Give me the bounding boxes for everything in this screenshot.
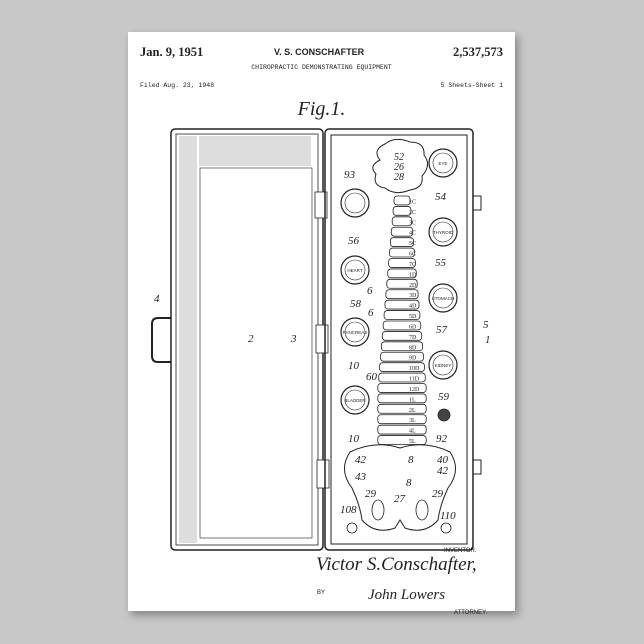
ref-6b: 6 <box>368 307 374 319</box>
stomach-label: STOMACH <box>432 296 454 301</box>
latch-bottom <box>473 460 481 474</box>
ref-42b: 42 <box>437 465 449 477</box>
dial-93[interactable] <box>341 189 369 217</box>
vertebra-label: 2L <box>409 408 416 414</box>
ref-6a: 6 <box>367 285 373 297</box>
patent-poster: Jan. 9, 1951 V. S. CONSCHAFTER 2,537,573… <box>128 32 515 611</box>
attorney-label: ATTORNEY. <box>454 610 487 616</box>
ref-110: 110 <box>440 510 456 522</box>
latch-top <box>473 196 481 210</box>
ref-10b: 10 <box>348 433 360 445</box>
ref-4: 4 <box>154 293 160 305</box>
vertebra-label: 5C <box>409 241 416 247</box>
dial-stomach[interactable]: STOMACH <box>429 284 457 312</box>
vertebra-label: 6C <box>409 252 416 258</box>
case-handle <box>152 318 171 362</box>
vertebra-label: 8D <box>409 345 417 351</box>
hinge-middle <box>316 325 328 353</box>
ref-58: 58 <box>350 298 362 310</box>
vertebra-label: 11D <box>409 377 420 383</box>
ref-43: 43 <box>355 471 367 483</box>
vertebra-label: 7D <box>409 335 417 341</box>
eye-label: EYE <box>438 161 447 166</box>
pancreas-label: PANCREAS <box>343 330 367 335</box>
bladder-label: BLADDER <box>344 398 366 403</box>
indicator-ball <box>438 409 450 421</box>
ref-54: 54 <box>435 191 447 203</box>
vertebra <box>378 415 426 424</box>
vertebra-label: 4D <box>409 304 417 310</box>
vertebra-label: 5L <box>409 439 416 445</box>
terminal-110 <box>441 523 451 533</box>
ref-60: 60 <box>366 371 378 383</box>
vertebra-label: 1D <box>409 272 417 278</box>
vertebra-label: 3C <box>409 220 416 226</box>
dial-thyroid[interactable]: THYROID <box>429 218 457 246</box>
vertebra-label: 12D <box>409 387 420 393</box>
lid-mirror <box>200 168 312 538</box>
ref-57: 57 <box>436 324 448 336</box>
vertebra <box>381 342 422 351</box>
ref-92: 92 <box>436 433 448 445</box>
ref-56: 56 <box>348 235 360 247</box>
vertebra <box>381 352 424 361</box>
vertebra-label: 7C <box>409 262 416 268</box>
attorney-signature: John Lowers <box>368 587 445 604</box>
kidney-label: KIDNEY <box>435 363 452 368</box>
ref-55: 55 <box>435 257 447 269</box>
vertebra-label: 2C <box>409 210 416 216</box>
dial-kidney[interactable]: KIDNEY <box>429 351 457 379</box>
ref-29a: 29 <box>365 488 377 500</box>
ref-28: 28 <box>394 172 404 183</box>
vertebra-label: 1L <box>409 397 416 403</box>
terminal-108 <box>347 523 357 533</box>
vertebra-label: 3L <box>409 418 416 424</box>
vertebra-label: 4C <box>409 231 416 237</box>
ref-42a: 42 <box>355 454 367 466</box>
vertebra <box>394 196 410 205</box>
ref-8b: 8 <box>406 477 412 489</box>
ref-27: 27 <box>394 493 406 505</box>
patent-drawing: 1C2C3C4C5C6C7C1D2D3D4D5D6D7D8D9D10D11D12… <box>128 32 515 611</box>
dial-bladder[interactable]: BLADDER <box>341 386 369 414</box>
vertebra-label: 5D <box>409 314 417 320</box>
ref-5: 5 <box>483 319 489 331</box>
ref-2: 2 <box>248 333 254 345</box>
vertebra-label: 6D <box>409 324 417 330</box>
vertebra <box>378 394 426 403</box>
ref-93: 93 <box>344 169 356 181</box>
ref-29b: 29 <box>432 488 444 500</box>
inventor-signature: Victor S.Conschafter, <box>316 554 477 576</box>
spine: 1C 2C 3C 4C 5C 6C 7C 1D 2D 3D 4D 5D 6D 7D 8D 9D 10D 11D 12… <box>378 196 426 445</box>
ref-10a: 10 <box>348 360 360 372</box>
dial-eye[interactable]: EYE <box>429 149 457 177</box>
vertebra-label: 4L <box>409 429 416 435</box>
heart-label: HEART <box>347 268 362 273</box>
ref-8a: 8 <box>408 454 414 466</box>
ref-108: 108 <box>340 504 357 516</box>
vertebra <box>378 436 426 445</box>
thyroid-label: THYROID <box>433 230 454 235</box>
vertebra <box>378 404 426 413</box>
vertebra <box>378 425 426 434</box>
dial-pancreas[interactable]: PANCREAS <box>341 318 369 346</box>
vertebra-label: 3D <box>409 293 417 299</box>
ref-3: 3 <box>290 333 297 345</box>
vertebra-label: 2D <box>409 283 417 289</box>
vertebra-label: 1C <box>409 199 416 205</box>
vertebra-label: 10D <box>409 366 420 372</box>
hinge-bottom <box>317 460 329 488</box>
ref-59: 59 <box>438 391 450 403</box>
vertebra-label: 9D <box>409 356 417 362</box>
ref-1: 1 <box>485 334 491 346</box>
dial-heart[interactable]: HEART <box>341 256 369 284</box>
by-label: BY <box>317 590 325 596</box>
